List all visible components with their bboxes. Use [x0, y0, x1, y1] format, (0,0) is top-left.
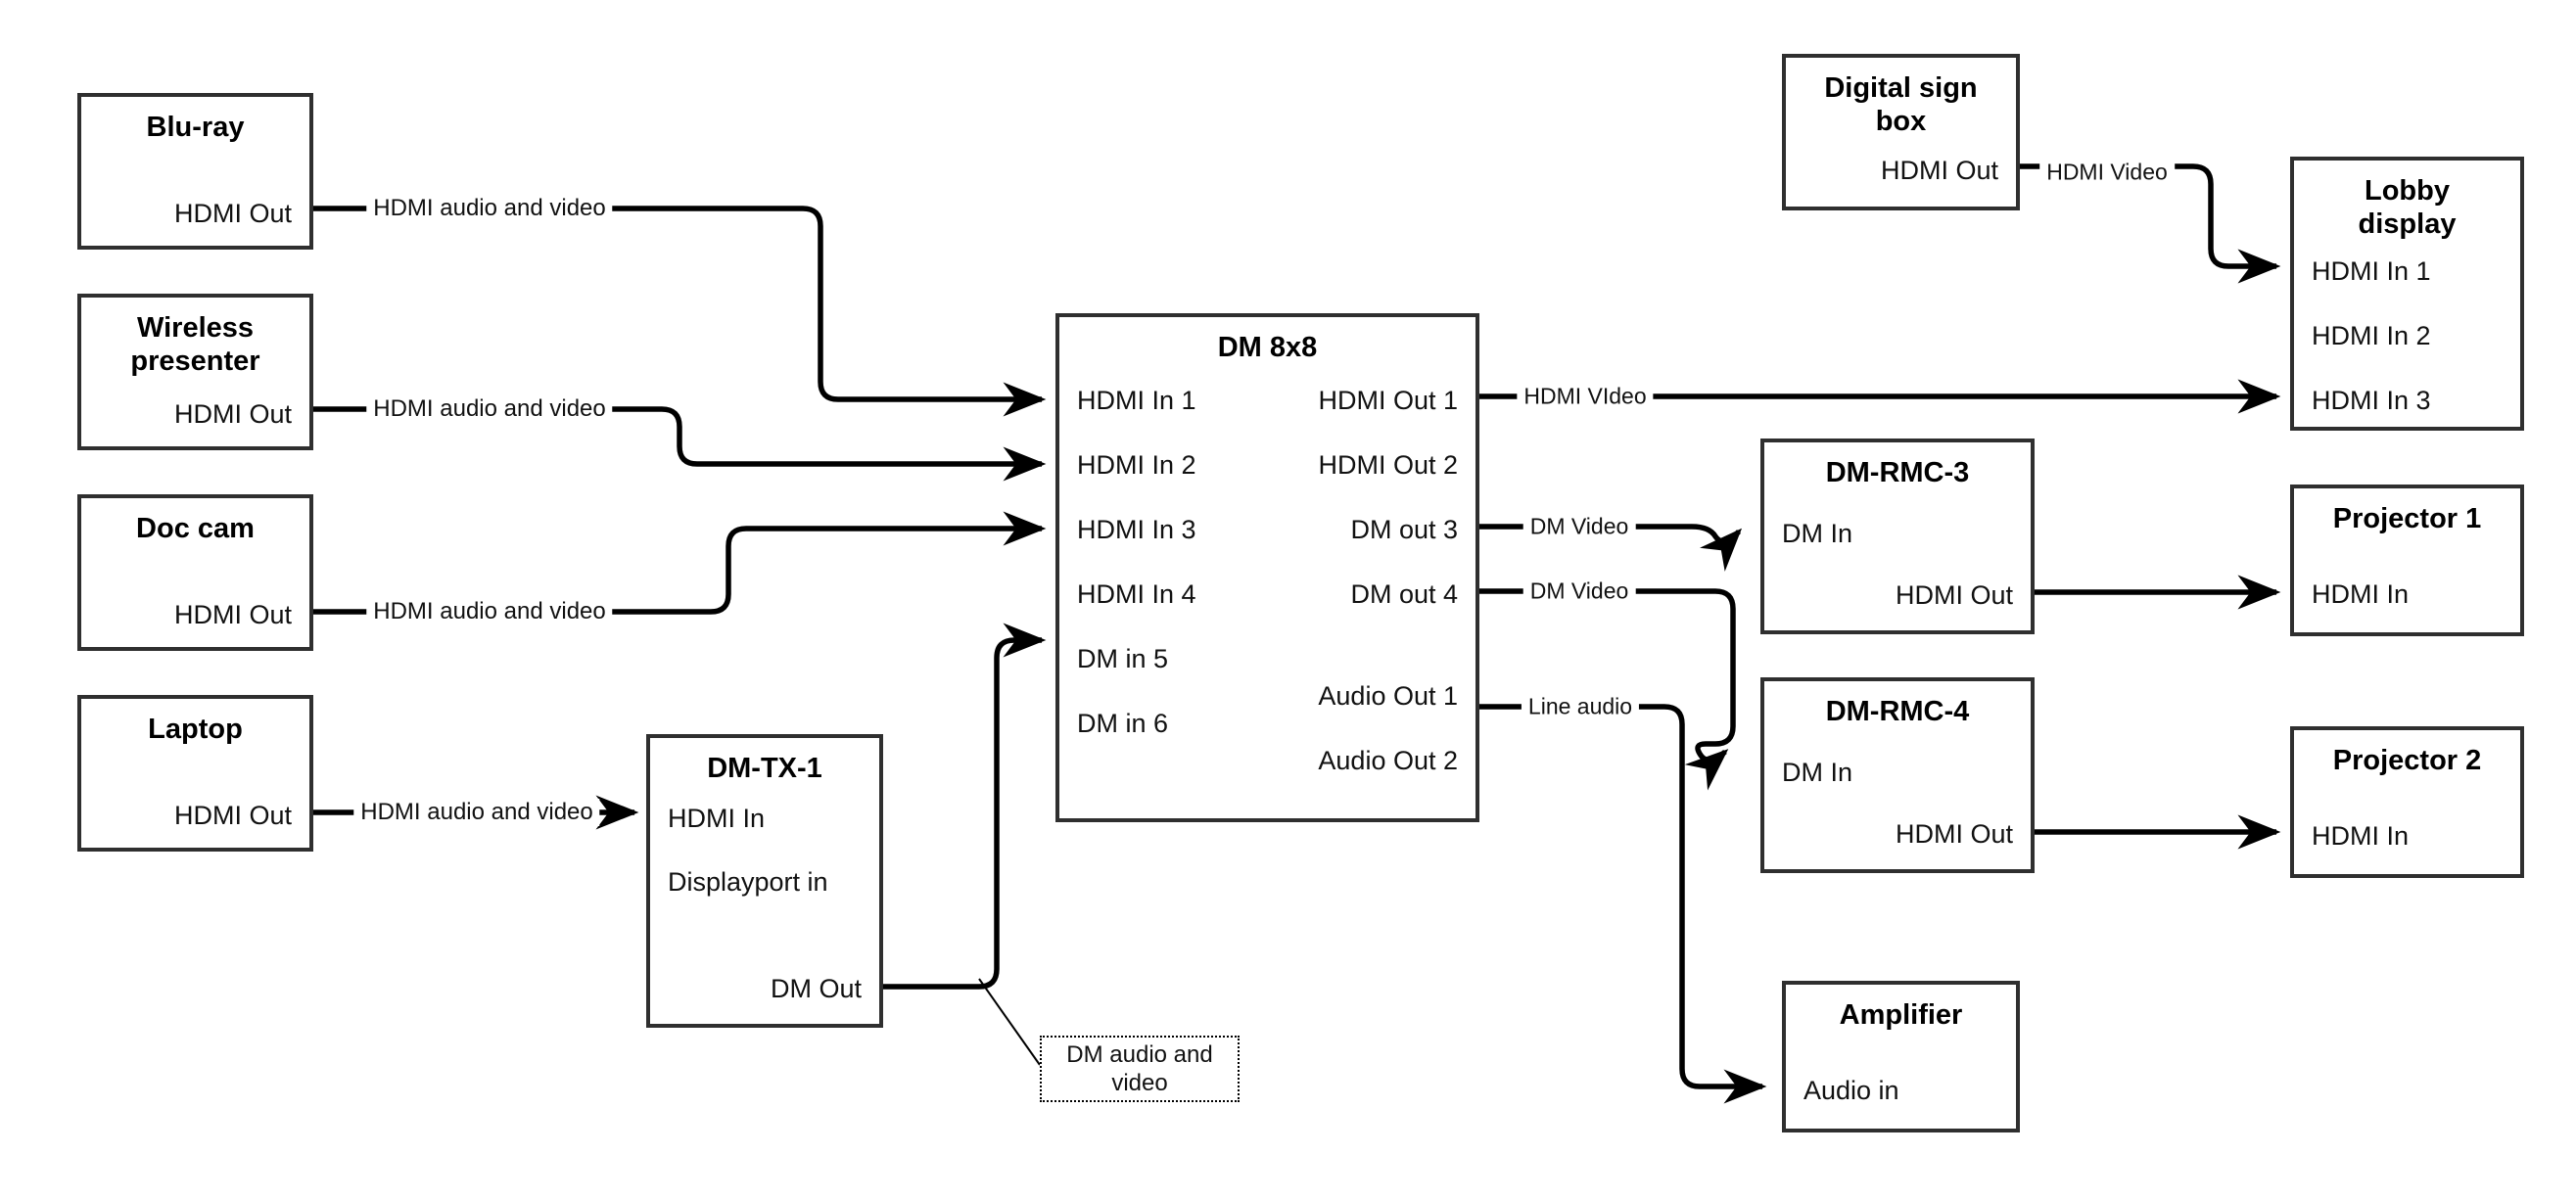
device-projector-1[interactable]: Projector 1 HDMI In: [2290, 485, 2524, 636]
port-hdmi-in-2[interactable]: HDMI In 2: [2312, 321, 2431, 350]
device-projector-2[interactable]: Projector 2 HDMI In: [2290, 726, 2524, 878]
port-audio-out-2[interactable]: Audio Out 2: [1318, 746, 1458, 775]
device-title-line1: Lobby: [2365, 175, 2450, 207]
wire-digitalsign-to-lobby: [2020, 163, 2281, 284]
port-hdmi-in[interactable]: HDMI In: [2312, 579, 2410, 609]
port-hdmi-out[interactable]: HDMI Out: [173, 600, 292, 629]
port-dm-in[interactable]: DM In: [1782, 519, 1853, 548]
device-bluray[interactable]: Blu-ray HDMI Out: [77, 93, 313, 250]
port-hdmi-out[interactable]: HDMI Out: [1895, 580, 2013, 610]
wire-doccam-to-dm8x8: [313, 511, 1047, 615]
wire-label-wireless-to-dm8x8: HDMI audio and video: [366, 395, 613, 423]
callout-note-line1: DM audio and: [1066, 1040, 1213, 1068]
port-hdmi-out-2[interactable]: HDMI Out 2: [1318, 450, 1458, 480]
port-hdmi-in[interactable]: HDMI In: [2312, 821, 2410, 851]
device-dm-8x8[interactable]: DM 8x8 HDMI In 1 HDMI In 2 HDMI In 3 HDM…: [1055, 313, 1479, 822]
device-wireless-presenter[interactable]: Wireless presenter HDMI Out: [77, 294, 313, 450]
device-laptop[interactable]: Laptop HDMI Out: [77, 695, 313, 852]
port-audio-in[interactable]: Audio in: [1803, 1076, 1899, 1105]
device-lobby-display[interactable]: Lobby display HDMI In 1 HDMI In 2 HDMI I…: [2290, 157, 2524, 431]
device-doc-cam[interactable]: Doc cam HDMI Out: [77, 494, 313, 651]
device-title: Blu-ray: [146, 112, 245, 143]
wire-label-bluray-to-dm8x8: HDMI audio and video: [366, 195, 613, 222]
port-hdmi-in-4[interactable]: HDMI In 4: [1077, 579, 1196, 609]
callout-leader-dm-audio-video: [978, 978, 1041, 1066]
device-title-line1: Wireless: [136, 312, 255, 344]
wire-label-dm8x8-audioout1-to-amplifier: Line audio: [1521, 693, 1640, 720]
port-hdmi-in[interactable]: HDMI In: [668, 804, 766, 833]
wire-label-digitalsign-to-lobby: HDMI Video: [2039, 159, 2175, 186]
port-audio-out-1[interactable]: Audio Out 1: [1318, 681, 1458, 711]
port-hdmi-out[interactable]: HDMI Out: [173, 399, 292, 429]
callout-note-line2: video: [1111, 1070, 1168, 1096]
port-dm-in[interactable]: DM In: [1782, 758, 1853, 787]
port-hdmi-out[interactable]: HDMI Out: [173, 801, 292, 830]
device-dm-rmc-3[interactable]: DM-RMC-3 DM In HDMI Out: [1760, 439, 2035, 634]
wire-dm8x8-dmout3-to-rmc3: [1479, 524, 1743, 572]
port-displayport-in[interactable]: Displayport in: [668, 867, 828, 897]
device-title: DM-TX-1: [707, 753, 822, 784]
port-dm-out[interactable]: DM Out: [770, 974, 862, 1003]
device-title: Projector 2: [2332, 745, 2482, 776]
device-title-line1: Digital sign: [1824, 72, 1978, 104]
port-hdmi-in-1[interactable]: HDMI In 1: [2312, 256, 2431, 286]
wire-label-dm8x8-hdmiout1-to-lobby: HDMI VIdeo: [1517, 383, 1654, 410]
port-hdmi-in-3[interactable]: HDMI In 3: [1077, 515, 1196, 544]
device-title: DM-RMC-4: [1825, 696, 1970, 727]
wire-dm8x8-audioout1-to-amplifier: [1479, 704, 1767, 1104]
port-dm-out-3[interactable]: DM out 3: [1350, 515, 1458, 544]
port-hdmi-in-3[interactable]: HDMI In 3: [2312, 386, 2431, 415]
device-title: Laptop: [148, 714, 243, 745]
port-dm-out-4[interactable]: DM out 4: [1350, 579, 1458, 609]
wire-bluray-to-dm8x8: [313, 206, 1047, 417]
device-title-line2: display: [2358, 208, 2457, 241]
port-hdmi-out[interactable]: HDMI Out: [1895, 819, 2013, 849]
callout-note-dm-audio-and-video: DM audio and video: [1040, 1036, 1240, 1102]
device-dm-rmc-4[interactable]: DM-RMC-4 DM In HDMI Out: [1760, 677, 2035, 873]
wire-label-dm8x8-dmout4-to-rmc4: DM Video: [1522, 577, 1636, 605]
port-dm-in-6[interactable]: DM in 6: [1077, 709, 1169, 738]
device-title-line2: presenter: [130, 346, 260, 378]
port-hdmi-in-1[interactable]: HDMI In 1: [1077, 386, 1196, 415]
wire-label-doccam-to-dm8x8: HDMI audio and video: [366, 598, 613, 625]
device-title: DM 8x8: [1217, 332, 1318, 363]
port-dm-in-5[interactable]: DM in 5: [1077, 644, 1169, 673]
wire-label-dm8x8-dmout3-to-rmc3: DM Video: [1522, 513, 1636, 540]
device-title: Doc cam: [136, 513, 255, 544]
device-dm-tx-1[interactable]: DM-TX-1 HDMI In Displayport in DM Out: [646, 734, 883, 1028]
wire-dmtx1-to-dm8x8: [883, 623, 1047, 990]
wire-wireless-to-dm8x8: [313, 406, 1047, 482]
port-hdmi-out[interactable]: HDMI Out: [173, 199, 292, 228]
device-title: Projector 1: [2332, 503, 2482, 534]
device-title: DM-RMC-3: [1825, 457, 1970, 488]
wire-dm8x8-dmout4-to-rmc4: [1479, 588, 1736, 791]
device-title-line2: box: [1875, 106, 1927, 138]
port-hdmi-out-1[interactable]: HDMI Out 1: [1318, 386, 1458, 415]
port-hdmi-in-2[interactable]: HDMI In 2: [1077, 450, 1196, 480]
port-hdmi-out[interactable]: HDMI Out: [1880, 156, 1998, 185]
wire-label-laptop-to-dmtx1: HDMI audio and video: [353, 799, 600, 826]
device-title: Amplifier: [1839, 999, 1963, 1031]
device-digital-sign-box[interactable]: Digital sign box HDMI Out: [1782, 54, 2020, 210]
device-amplifier[interactable]: Amplifier Audio in: [1782, 981, 2020, 1132]
